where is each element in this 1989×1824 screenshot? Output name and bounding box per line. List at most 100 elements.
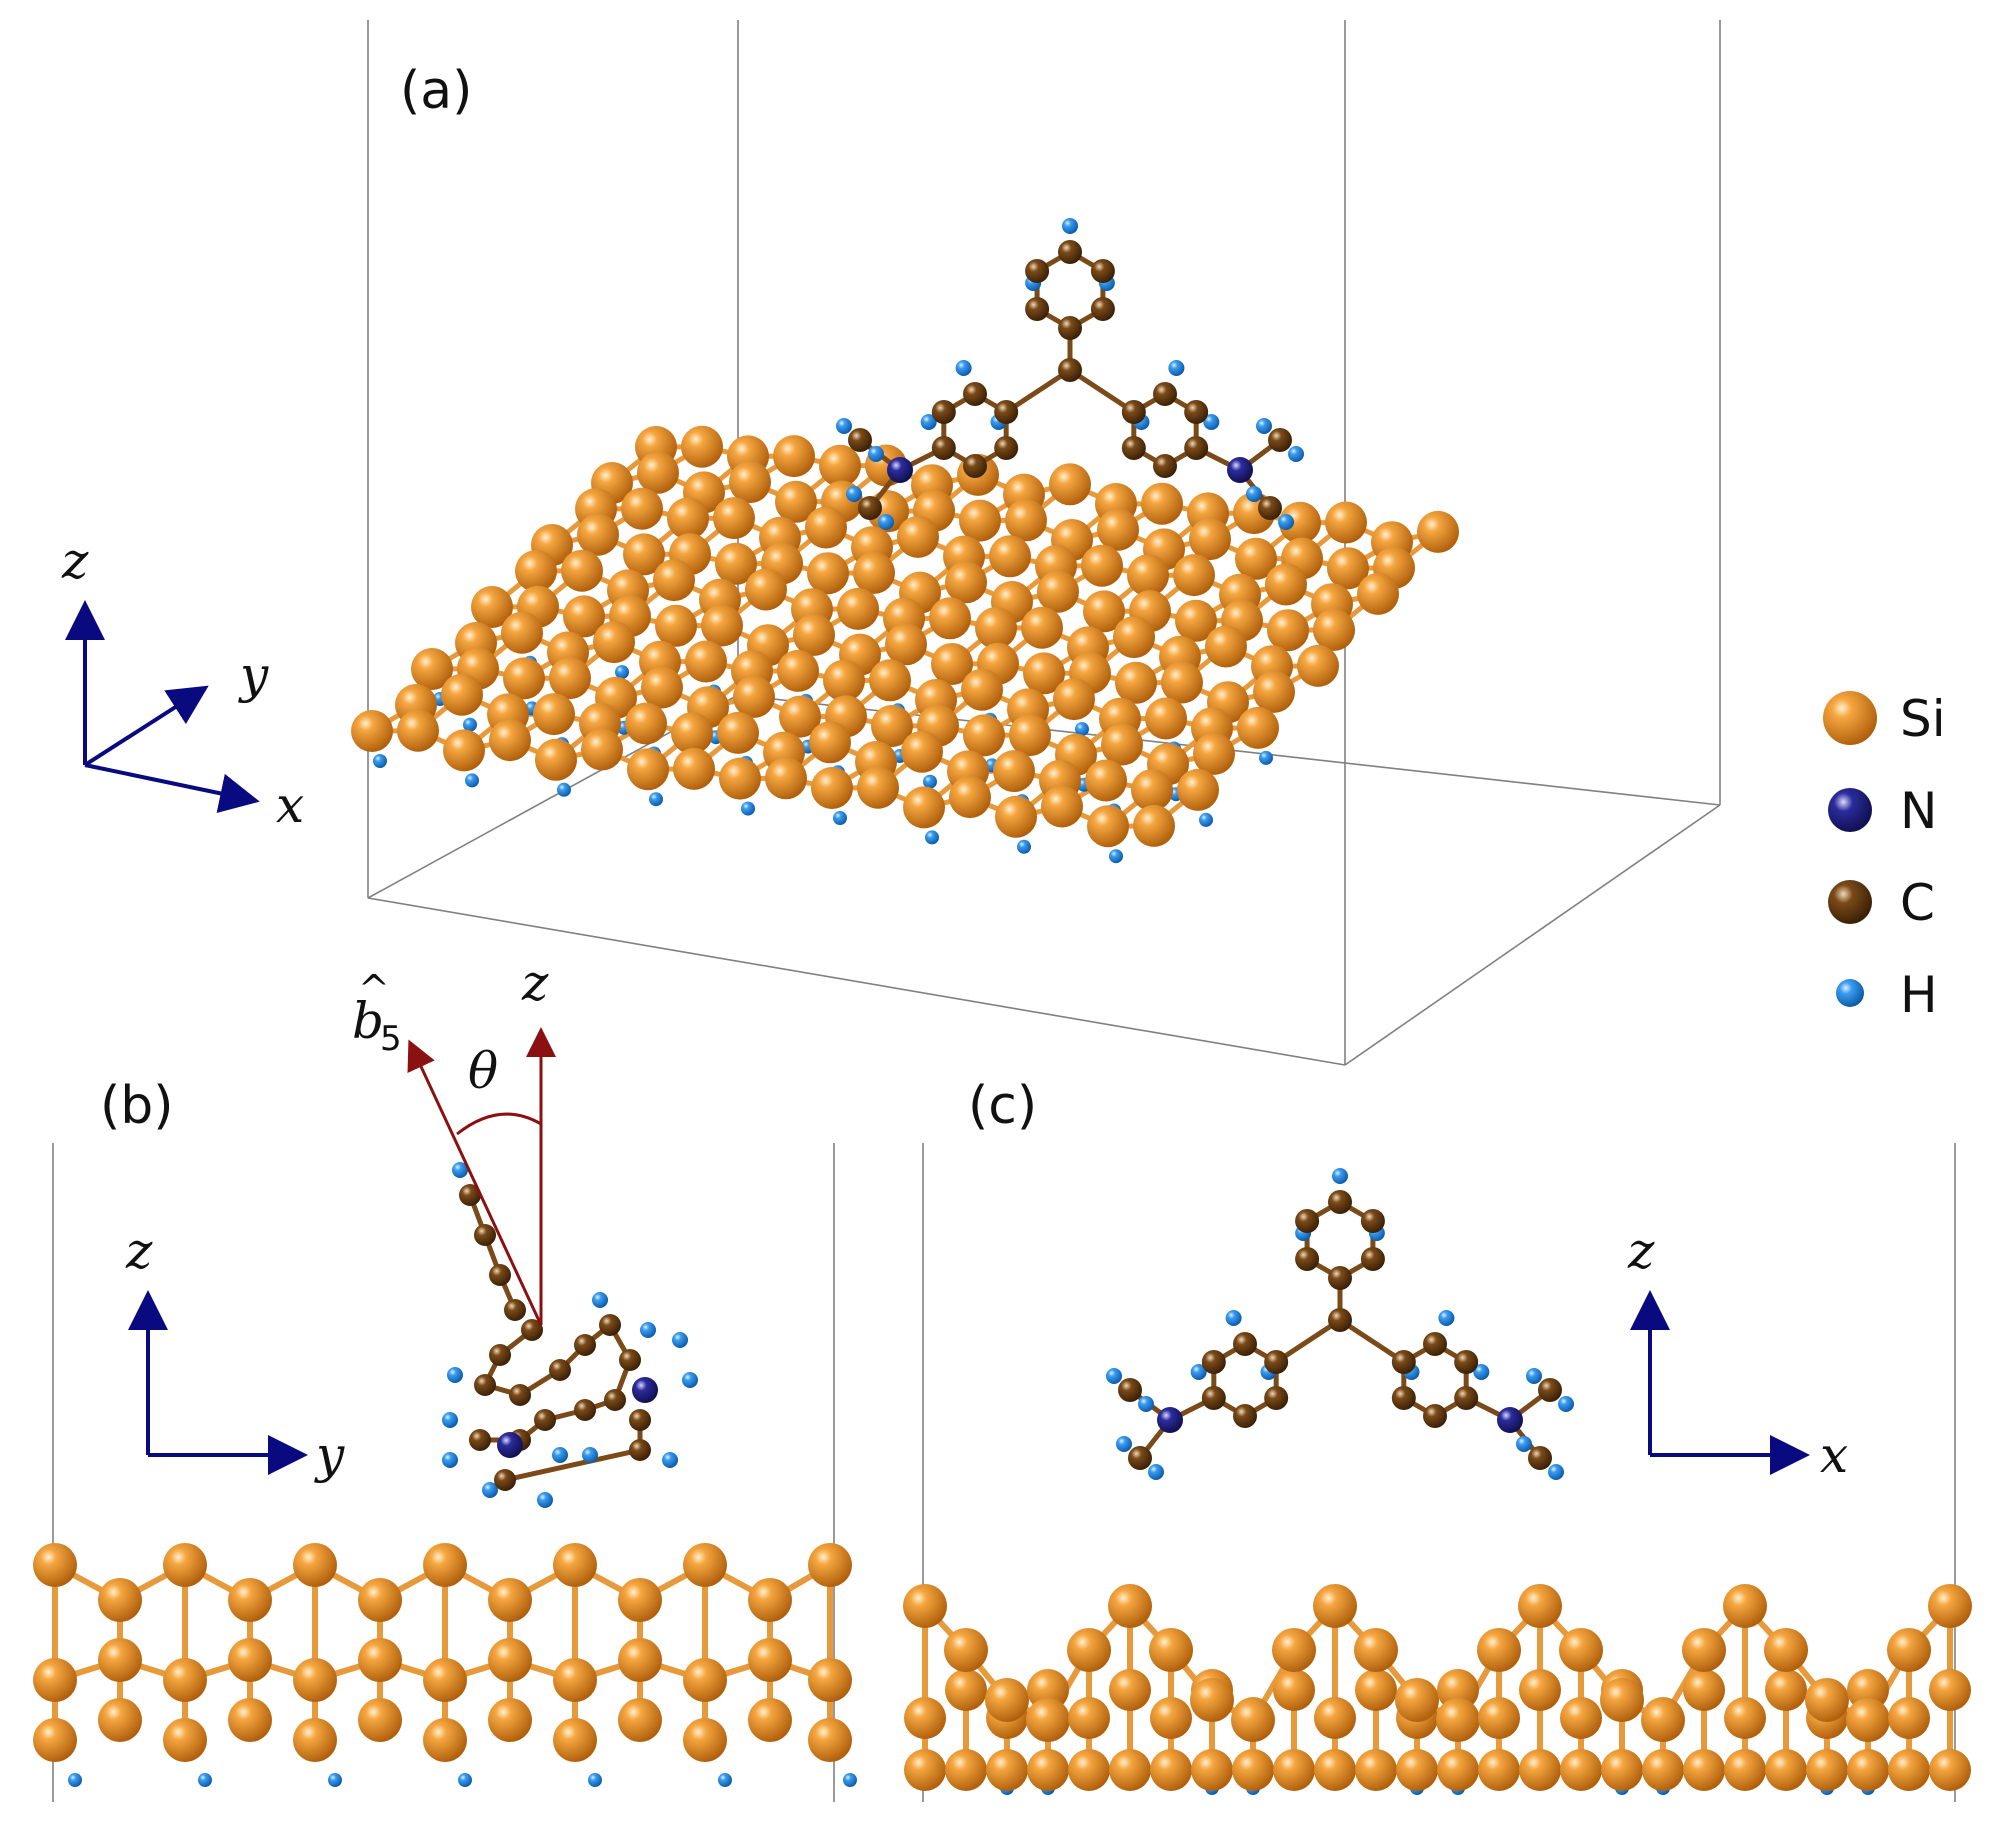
carbon-atom bbox=[1233, 1404, 1257, 1428]
silicon-atom bbox=[1518, 1584, 1562, 1628]
carbon-atom bbox=[1058, 240, 1082, 264]
silicon-atom bbox=[618, 1698, 662, 1742]
silicon-atom bbox=[1929, 1669, 1971, 1711]
carbon-atom bbox=[1153, 454, 1177, 478]
silicon-atom bbox=[423, 1718, 467, 1762]
silicon-atom bbox=[501, 611, 543, 654]
hydrogen-atom bbox=[1225, 1310, 1242, 1326]
silicon-atom bbox=[853, 551, 895, 594]
silicon-atom bbox=[681, 425, 723, 468]
hydrogen-atom bbox=[672, 1332, 688, 1348]
silicon-atom bbox=[719, 757, 761, 800]
b5-subscript: 5 bbox=[380, 1019, 402, 1059]
silicon-atom bbox=[1189, 518, 1231, 561]
carbon-atom bbox=[858, 496, 882, 520]
silicon-atom bbox=[1231, 1698, 1275, 1742]
si-slab-atoms bbox=[351, 425, 1459, 848]
silicon-atom bbox=[1150, 1697, 1192, 1739]
silicon-atom bbox=[1314, 1749, 1356, 1791]
carbon-atom bbox=[963, 454, 987, 478]
axis-label-y-b: y bbox=[314, 1426, 345, 1484]
panel-b: (b) z y b ^ 5 z θ bbox=[33, 954, 857, 1802]
carbon-atom bbox=[963, 382, 987, 406]
carbon-atom bbox=[1058, 358, 1082, 382]
silicon-atom bbox=[667, 497, 709, 540]
svg-text:^: ^ bbox=[358, 967, 390, 1011]
silicon-atom bbox=[683, 1718, 727, 1762]
legend-h-label: H bbox=[1900, 966, 1938, 1024]
hydrogen-atom bbox=[640, 1322, 656, 1338]
silicon-atom bbox=[561, 549, 603, 592]
theta-label: θ bbox=[468, 1042, 498, 1100]
silicon-atom bbox=[1355, 1669, 1397, 1711]
silicon-atom bbox=[819, 444, 861, 487]
silicon-atom bbox=[1683, 1749, 1725, 1791]
carbon-atom bbox=[574, 1334, 596, 1356]
silicon-atom bbox=[1478, 1697, 1520, 1739]
hydrogen-atom bbox=[373, 754, 387, 768]
silicon-atom bbox=[1161, 661, 1203, 704]
legend-c-marker bbox=[1828, 880, 1872, 924]
silicon-atom bbox=[807, 552, 849, 595]
silicon-atom bbox=[1887, 1628, 1931, 1672]
silicon-atom bbox=[1325, 501, 1367, 544]
silicon-atom bbox=[1097, 508, 1139, 551]
silicon-atom bbox=[673, 747, 715, 790]
hydrogen-atom bbox=[1246, 486, 1262, 502]
silicon-atom bbox=[1846, 1698, 1890, 1742]
carbon-atom bbox=[604, 1389, 626, 1411]
silicon-atom bbox=[1109, 1749, 1151, 1791]
silicon-atom bbox=[903, 786, 945, 829]
silicon-atom bbox=[98, 1638, 142, 1682]
silicon-atom bbox=[33, 1718, 77, 1762]
nitrogen-atom bbox=[1157, 1407, 1183, 1433]
silicon-atom bbox=[1173, 554, 1215, 597]
silicon-atom bbox=[163, 1658, 207, 1702]
silicon-atom bbox=[945, 1669, 987, 1711]
hydrogen-atom bbox=[846, 486, 862, 502]
silicon-atom bbox=[1177, 768, 1219, 811]
silicon-atom bbox=[655, 604, 697, 647]
silicon-atom bbox=[1026, 1698, 1070, 1742]
silicon-atom bbox=[1764, 1628, 1808, 1672]
silicon-atom bbox=[1888, 1697, 1930, 1739]
carbon-atom bbox=[931, 400, 956, 424]
silicon-atom bbox=[471, 586, 513, 628]
panel-a: (a) bbox=[351, 20, 1721, 1066]
silicon-atom bbox=[1115, 661, 1157, 704]
silicon-atom bbox=[683, 1658, 727, 1702]
bond bbox=[1003, 367, 1073, 415]
silicon-atom bbox=[1265, 563, 1307, 606]
silicon-atom bbox=[1560, 1697, 1602, 1739]
silicon-atom bbox=[1190, 1678, 1234, 1722]
carbon-atom bbox=[1423, 1404, 1447, 1428]
hydrogen-atom bbox=[1148, 1464, 1164, 1480]
carbon-atom bbox=[931, 436, 956, 460]
hydrogen-atom bbox=[1190, 1364, 1207, 1380]
silicon-atom bbox=[715, 542, 757, 585]
hydrogen-atom bbox=[1075, 722, 1089, 737]
silicon-atom bbox=[701, 604, 743, 647]
silicon-atom bbox=[1149, 1628, 1193, 1672]
silicon-atom bbox=[713, 497, 755, 540]
silicon-atom bbox=[163, 1718, 207, 1762]
molecule-c bbox=[1106, 1168, 1574, 1480]
carbon-atom bbox=[1328, 1308, 1352, 1332]
hydrogen-atom bbox=[1526, 1368, 1542, 1384]
silicon-atom bbox=[1023, 652, 1065, 695]
hydrogen-atom bbox=[592, 1292, 608, 1308]
silicon-atom bbox=[1724, 1749, 1766, 1791]
carbon-atom bbox=[994, 400, 1019, 424]
silicon-atom bbox=[637, 451, 679, 494]
nitrogen-atom bbox=[1227, 457, 1253, 483]
carbon-atom bbox=[489, 1264, 511, 1286]
silicon-atom bbox=[837, 587, 879, 630]
carbon-atom bbox=[534, 1409, 556, 1431]
silicon-atom bbox=[869, 659, 911, 702]
legend-si-label: Si bbox=[1900, 690, 1946, 748]
silicon-atom bbox=[885, 623, 927, 666]
silicon-atom bbox=[1929, 1749, 1971, 1791]
axes-triad-a: z y x bbox=[61, 532, 304, 834]
carbon-atom bbox=[848, 428, 872, 452]
